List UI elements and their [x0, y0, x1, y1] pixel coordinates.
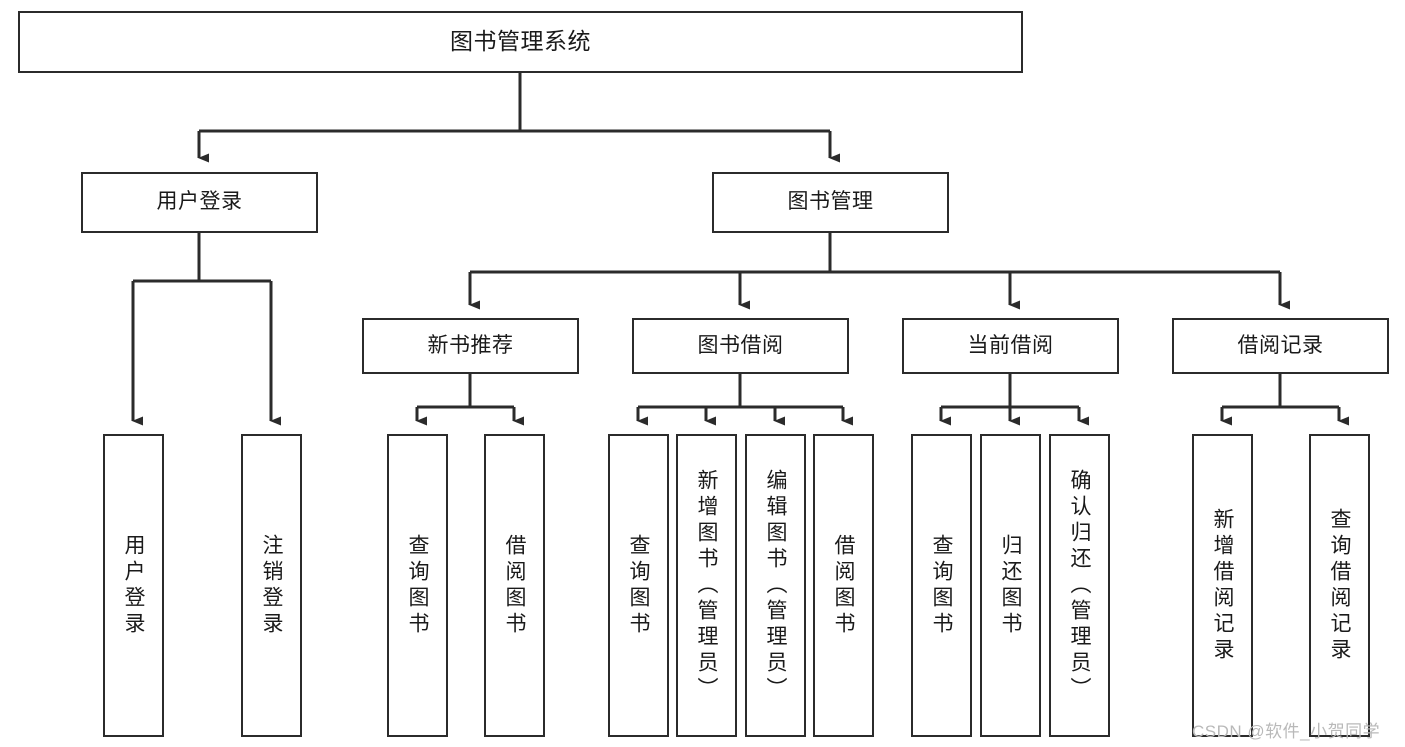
node-new-book-recommend[interactable]: 新书推荐: [362, 318, 579, 374]
node-borrow-record[interactable]: 借阅记录: [1172, 318, 1389, 374]
node-label: 用户登录: [122, 533, 145, 638]
leaf-user-login-login[interactable]: 用户登录: [103, 434, 164, 737]
leaf-record-query-record[interactable]: 查询借阅记录: [1309, 434, 1370, 737]
node-label: 借阅图书: [503, 533, 526, 638]
node-label: 借阅图书: [832, 533, 855, 638]
node-label: 图书管理系统: [450, 28, 591, 55]
leaf-current-query-book[interactable]: 查询图书: [911, 434, 972, 737]
leaf-recommend-query-book[interactable]: 查询图书: [387, 434, 448, 737]
node-label: 注销登录: [260, 533, 283, 638]
node-label: 图书管理: [787, 190, 874, 214]
node-label: 新增借阅记录: [1211, 507, 1234, 664]
node-book-management[interactable]: 图书管理: [712, 172, 949, 233]
node-label: 当前借阅: [967, 333, 1054, 357]
leaf-user-login-logout[interactable]: 注销登录: [241, 434, 302, 737]
node-label: 查询借阅记录: [1328, 507, 1351, 664]
node-book-borrow[interactable]: 图书借阅: [632, 318, 849, 374]
node-label: 查询图书: [406, 533, 429, 638]
node-label: 新增图书（管理员）: [695, 468, 718, 703]
node-root-system[interactable]: 图书管理系统: [18, 11, 1023, 73]
node-label: 查询图书: [930, 533, 953, 638]
csdn-watermark: CSDN @软件_小贺同学: [1192, 722, 1381, 741]
node-label: 图书借阅: [697, 333, 784, 357]
leaf-borrow-query-book[interactable]: 查询图书: [608, 434, 669, 737]
node-current-borrow[interactable]: 当前借阅: [902, 318, 1119, 374]
node-label: 新书推荐: [427, 333, 514, 357]
leaf-record-add-record[interactable]: 新增借阅记录: [1192, 434, 1253, 737]
node-label: 借阅记录: [1237, 333, 1324, 357]
leaf-borrow-add-book-admin[interactable]: 新增图书（管理员）: [676, 434, 737, 737]
node-label: 编辑图书（管理员）: [764, 468, 787, 703]
leaf-current-confirm-return-admin[interactable]: 确认归还（管理员）: [1049, 434, 1110, 737]
node-label: 确认归还（管理员）: [1068, 468, 1091, 703]
leaf-borrow-borrow-book[interactable]: 借阅图书: [813, 434, 874, 737]
node-label: 查询图书: [627, 533, 650, 638]
node-label: 用户登录: [156, 190, 243, 214]
leaf-current-return-book[interactable]: 归还图书: [980, 434, 1041, 737]
leaf-borrow-edit-book-admin[interactable]: 编辑图书（管理员）: [745, 434, 806, 737]
node-label: 归还图书: [999, 533, 1022, 638]
node-user-login[interactable]: 用户登录: [81, 172, 318, 233]
leaf-recommend-borrow-book[interactable]: 借阅图书: [484, 434, 545, 737]
